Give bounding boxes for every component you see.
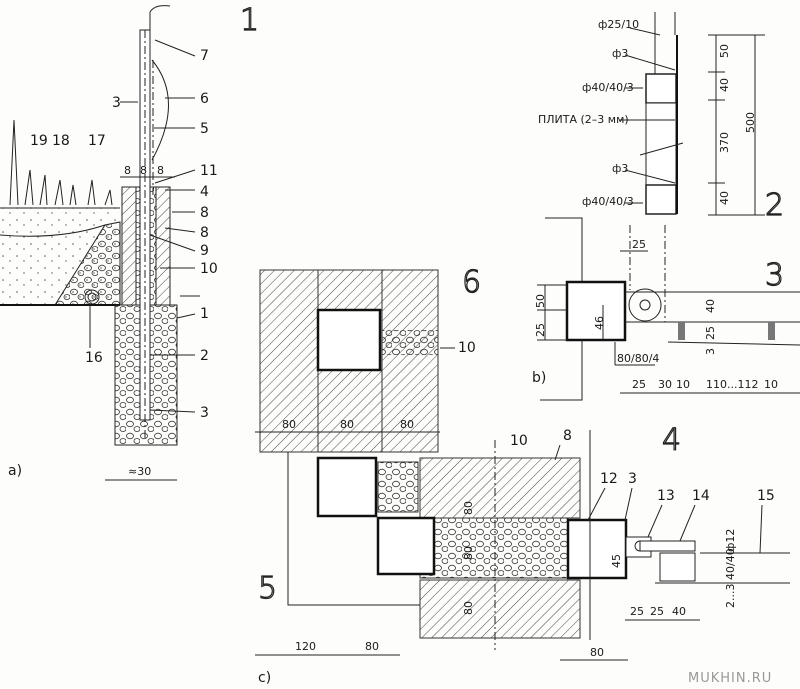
drawing-label: ≈30 <box>128 465 151 478</box>
drawing-label: 3 <box>200 405 209 421</box>
drawing-label: 25 <box>632 238 646 251</box>
drawing-label: 40 <box>704 299 717 313</box>
drawing-label: 3 <box>112 95 121 111</box>
drawing-label: 10 <box>764 378 778 391</box>
panel-label-b: b) <box>532 370 546 386</box>
square-post-80 <box>565 280 627 342</box>
drawing-label: 14 <box>692 488 710 504</box>
figure-number-3: 3 <box>765 258 784 293</box>
drawing-label: 80 <box>462 501 475 515</box>
drawing-label: ф12 <box>724 529 737 552</box>
drawing-label: 25 <box>630 605 644 618</box>
figure-1-section: 1 7 6 5 3 11 4 8 8 9 10 19 18 17 1 2 16 … <box>0 2 260 481</box>
drawing-label: 13 <box>657 488 675 504</box>
fig1-callouts: 7 6 5 3 11 4 8 8 9 10 19 18 17 1 2 16 3 <box>30 48 218 421</box>
drawing-label: 6 <box>200 91 209 107</box>
drawing-label: 8 <box>124 164 131 177</box>
arched-bar <box>151 59 169 161</box>
drawing-label: 11 <box>200 163 218 179</box>
drawing-label: 80 <box>462 601 475 615</box>
drawing-label: 25 <box>704 326 717 340</box>
drawing-label: 80 <box>282 418 296 431</box>
drawing-label: 3 <box>628 471 637 487</box>
drawing-label: 16 <box>85 350 103 366</box>
drawing-label: 10 <box>458 340 476 356</box>
drawing-label: 12 <box>600 471 618 487</box>
drawing-label: ф3 <box>612 162 628 175</box>
drawing-label: 2...3 <box>724 584 737 609</box>
drawing-label: 1 <box>200 306 209 322</box>
figure-2-elevation: ф25/10 ф3 ф40/40/3 ПЛИТА (2–3 мм) ф3 ф40… <box>538 12 785 224</box>
drawing-label: ф40/40/3 <box>582 195 634 208</box>
drawing-label: 40 <box>718 78 731 92</box>
drawing-label: 80 <box>590 646 604 659</box>
drawing-label: 15 <box>757 488 775 504</box>
drawing-label: 30 <box>658 378 672 391</box>
drawing-label: 46 <box>593 316 606 330</box>
figure-number-5: 5 <box>258 571 277 606</box>
post-square <box>566 518 628 580</box>
wall-block-left <box>121 186 137 306</box>
drawing-label: 25 <box>632 378 646 391</box>
drawing-label: 10 <box>676 378 690 391</box>
drawing-label: ПЛИТА (2–3 мм) <box>538 113 629 126</box>
drawing-label: 40/40 <box>724 548 737 580</box>
watermark: MUKHIN.RU <box>688 671 772 686</box>
panel-label-c: c) <box>258 670 271 686</box>
drawing-label: 17 <box>88 133 106 149</box>
drawing-label: 5 <box>200 121 209 137</box>
figure-number-2: 2 <box>765 188 784 223</box>
drawing-label: 7 <box>200 48 209 64</box>
post-square <box>316 456 378 518</box>
post-square <box>316 308 382 372</box>
drawing-label: 8 <box>563 428 572 444</box>
drawing-label: ф25/10 <box>598 18 639 31</box>
drawing-label: 8 <box>157 164 164 177</box>
drawing-label: 120 <box>295 640 316 653</box>
drawing-label: 2 <box>200 348 209 364</box>
drawing-label: 50 <box>718 44 731 58</box>
panel-label-a: a) <box>8 463 22 479</box>
figc-callouts: 10 10 8 12 3 13 14 15 <box>458 340 775 504</box>
drawing-label: 80 <box>400 418 414 431</box>
drawing-label: 9 <box>200 243 209 259</box>
fig2-labels: ф25/10 ф3 ф40/40/3 ПЛИТА (2–3 мм) ф3 ф40… <box>538 18 639 208</box>
figure-c-plan: 10 10 8 12 3 13 14 15 80 80 80 80 80 80 … <box>255 264 790 686</box>
drawing-label: 18 <box>52 133 70 149</box>
drawing-label: 40 <box>718 191 731 205</box>
drawing-label: 8 <box>200 205 209 221</box>
post-square <box>376 516 436 576</box>
drawing-label: 3 <box>704 348 717 355</box>
drawing-label: 80 <box>365 640 379 653</box>
drawing-label: 10 <box>200 261 218 277</box>
drawing-label: 25 <box>650 605 664 618</box>
drawing-label: 50 <box>534 294 547 308</box>
drawing-label: 80/80/4 <box>617 352 659 365</box>
hinge-ring <box>628 288 662 322</box>
drawing-label: 8 <box>140 164 147 177</box>
drawing-label: 4 <box>200 184 209 200</box>
drawing-label: ф3 <box>612 47 628 60</box>
drawing-label: 370 <box>718 132 731 153</box>
drawing-label: ф40/40/3 <box>582 81 634 94</box>
drawing-label: 8 <box>200 225 209 241</box>
figure-number-1: 1 <box>240 3 259 38</box>
drawing-label: 80 <box>462 546 475 560</box>
wall-block-right <box>155 186 171 306</box>
hinge-pin <box>639 540 696 552</box>
drawing-label: 25 <box>534 323 547 337</box>
drawing-label: 500 <box>744 112 757 133</box>
drawing-label: 10 <box>510 433 528 449</box>
drawing-label: 110...112 <box>706 378 758 391</box>
drawing-label: 45 <box>610 554 623 568</box>
figure-3-plan-detail: 25 50 25 46 40 25 3 80/80/4 25 30 10 110… <box>532 217 800 401</box>
drawing-label: 80 <box>340 418 354 431</box>
drawing-label: 40 <box>672 605 686 618</box>
drawing-label: 19 <box>30 133 48 149</box>
figure-number-6: 6 <box>462 265 481 300</box>
figure-number-4: 4 <box>662 423 681 458</box>
grass <box>9 119 113 206</box>
